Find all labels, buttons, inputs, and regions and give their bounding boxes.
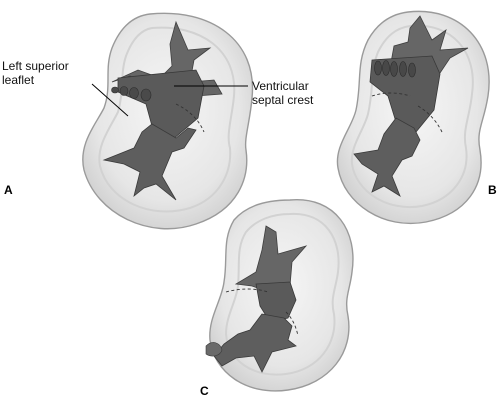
panel-a-inner-rim bbox=[98, 26, 236, 213]
left-superior-leader-line bbox=[91, 83, 129, 117]
panel-b-lower-opening bbox=[353, 117, 421, 197]
panel-c-lower-opening bbox=[213, 313, 297, 373]
label-ventricular-septal-crest: Ventricular septal crest bbox=[252, 79, 313, 107]
label-left-superior-line2: leaflet bbox=[2, 73, 35, 87]
label-left-superior-line1: Left superior bbox=[2, 59, 69, 73]
panel-label-a: A bbox=[4, 183, 13, 197]
panel-c-dashed-line-left bbox=[225, 288, 269, 293]
label-ventricular-line1: Ventricular bbox=[252, 79, 309, 93]
panel-b-chordal-openings bbox=[374, 60, 416, 78]
panel-b-dashed-line-left bbox=[371, 92, 411, 97]
panel-label-c: C bbox=[200, 384, 209, 398]
panel-c-lower-lobe bbox=[205, 342, 223, 357]
panel-b-dashed-line-right bbox=[417, 105, 443, 133]
label-left-superior-leaflet: Left superior leaflet bbox=[2, 59, 69, 87]
panel-c-drawing bbox=[205, 199, 354, 392]
panel-a-lower-opening bbox=[102, 123, 197, 201]
panel-c-dashed-line-right bbox=[285, 311, 299, 337]
panel-c-inner-rim bbox=[224, 212, 340, 376]
panel-a-drawing bbox=[82, 12, 254, 230]
panel-label-b: B bbox=[488, 183, 497, 197]
panel-a-chordal-openings bbox=[111, 86, 152, 102]
label-ventricular-line2: septal crest bbox=[252, 93, 314, 107]
panel-b-drawing bbox=[336, 10, 490, 225]
